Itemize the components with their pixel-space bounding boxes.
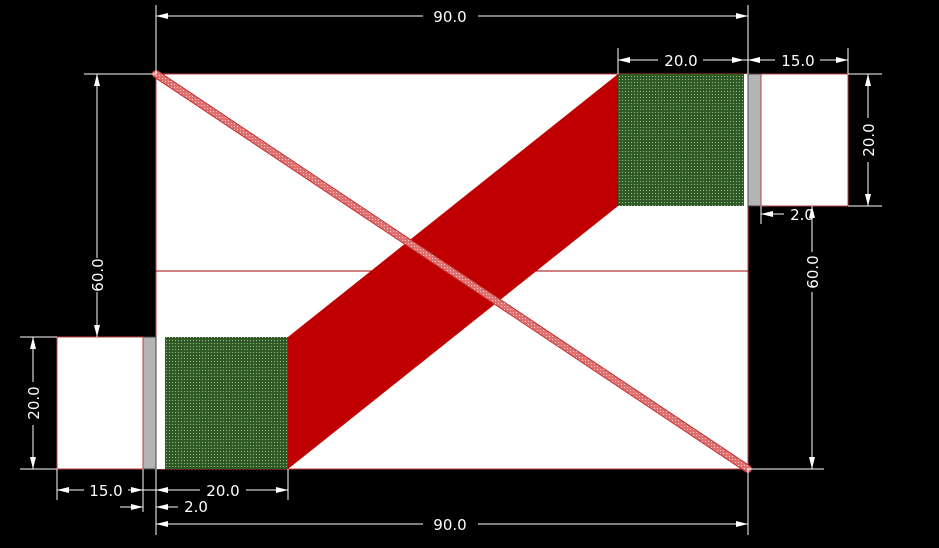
dim-top-width: 90.0 — [433, 8, 466, 26]
bottom-left-flange-block — [165, 337, 288, 469]
dimension-lines — [20, 5, 882, 535]
bottom-left-spacer — [156, 337, 165, 469]
bottom-left-cap — [56, 336, 144, 470]
dim-bottom-left-cap: 15.0 — [89, 482, 122, 500]
dim-bottom-width: 90.0 — [433, 516, 466, 534]
dim-top-right-cap: 15.0 — [781, 52, 814, 70]
top-right-flange-block — [618, 74, 744, 206]
bottom-left-gasket — [142, 336, 157, 470]
dim-left-height: 60.0 — [89, 258, 107, 291]
top-right-spacer — [744, 74, 748, 206]
dim-bottom-left-block: 20.0 — [206, 482, 239, 500]
arrowheads — [30, 13, 871, 527]
dim-top-right-block: 20.0 — [664, 52, 697, 70]
top-right-cap — [760, 73, 849, 207]
diagonal-brace-fill — [153, 71, 751, 472]
dim-left-gap: 2.0 — [184, 498, 208, 516]
dim-right-height: 60.0 — [804, 255, 822, 288]
dim-right-cap-height: 20.0 — [860, 123, 878, 156]
dim-right-gap: 2.0 — [790, 206, 814, 224]
top-right-gasket — [747, 73, 762, 207]
dim-left-cap-height: 20.0 — [25, 386, 43, 419]
